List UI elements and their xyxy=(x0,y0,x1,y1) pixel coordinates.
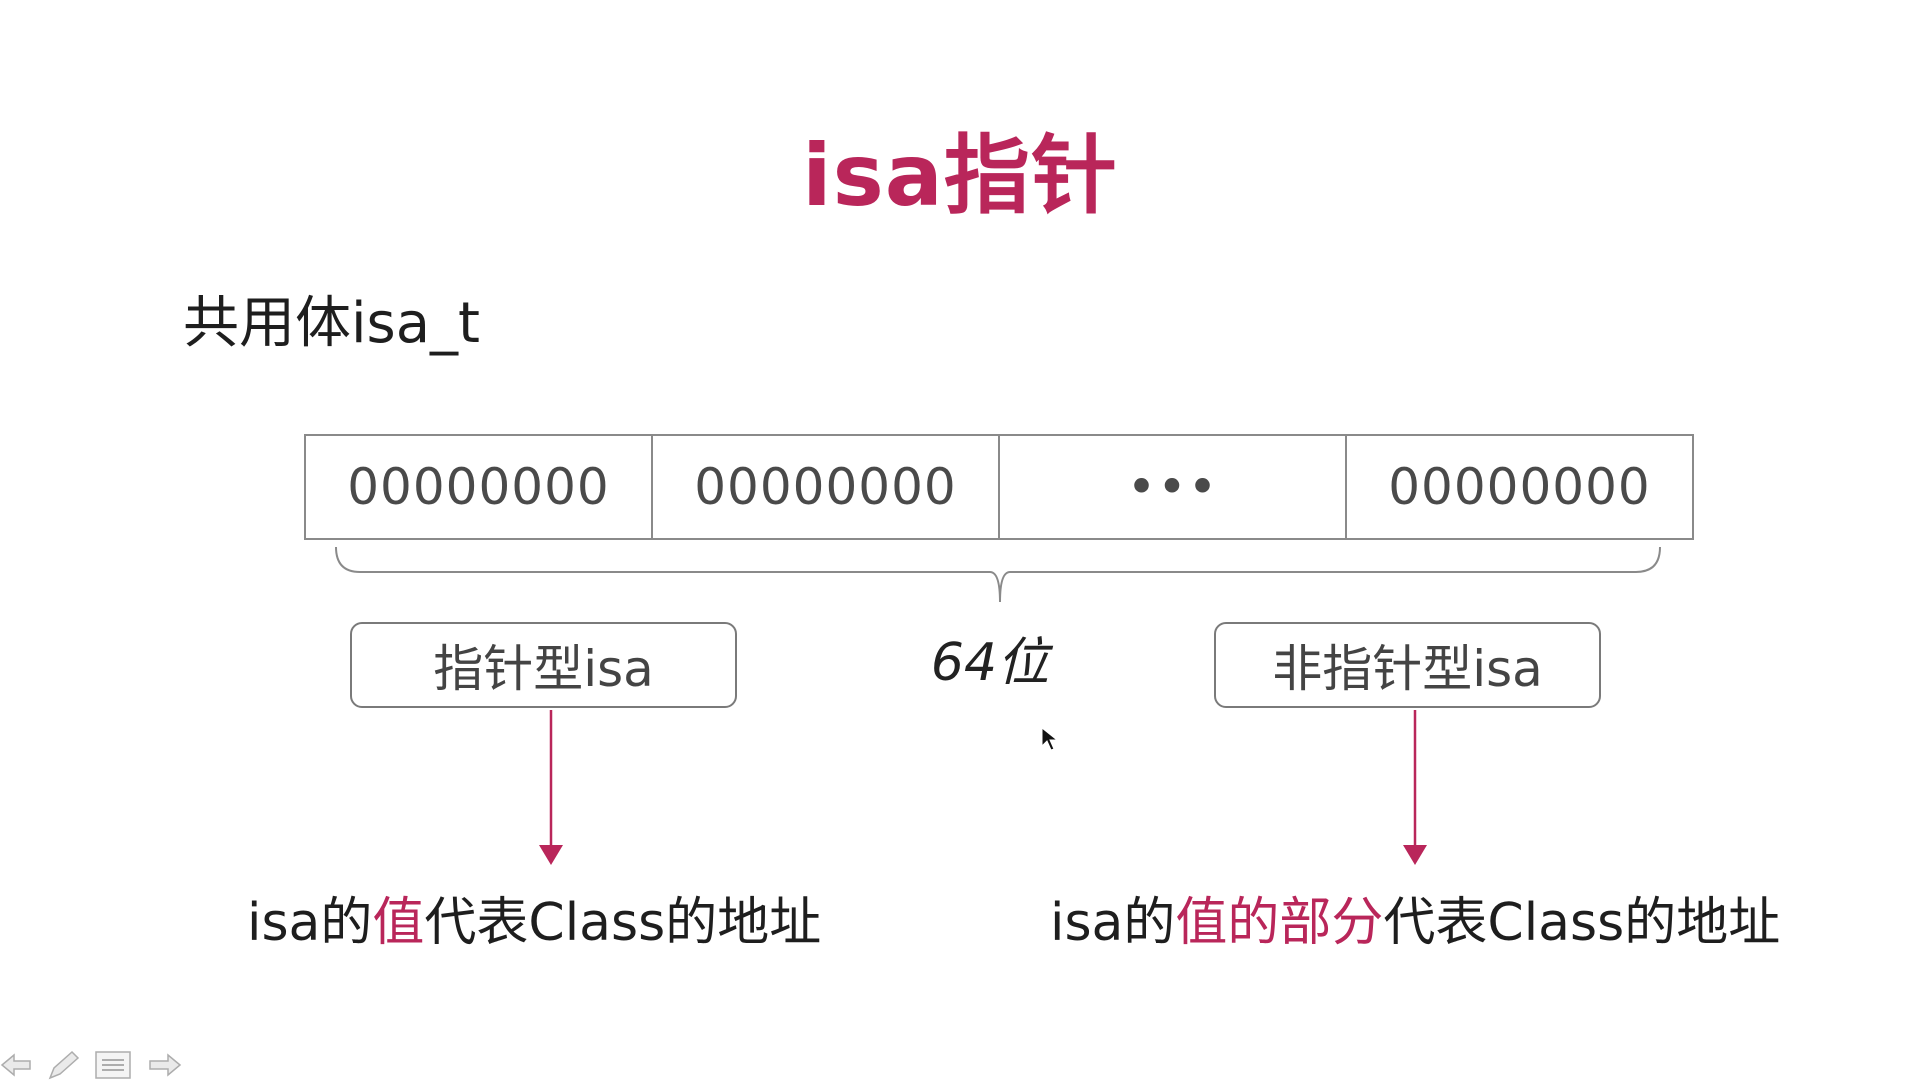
pointer-isa-box: 指针型isa xyxy=(350,622,737,708)
desc-prefix: isa的 xyxy=(1050,893,1176,953)
slide-subtitle: 共用体isa_t xyxy=(183,291,481,356)
bit-cell: 00000000 xyxy=(1345,436,1692,538)
slide-title: isa指针 xyxy=(802,126,1118,226)
right-arrow-head xyxy=(1403,845,1427,865)
bits-label: 64位 xyxy=(930,633,1050,693)
mouse-cursor-icon xyxy=(1041,726,1059,751)
pen-icon[interactable] xyxy=(46,1050,80,1080)
bit-cell: 00000000 xyxy=(347,458,610,516)
bits-brace xyxy=(335,546,1661,603)
non-pointer-isa-description: isa的值的部分代表Class的地址 xyxy=(1050,880,1780,955)
desc-highlight: 值的部分 xyxy=(1175,893,1384,953)
pointer-isa-description: isa的值代表Class的地址 xyxy=(247,880,821,955)
desc-suffix: 代表Class的地址 xyxy=(1383,893,1781,953)
menu-icon[interactable] xyxy=(94,1050,132,1080)
desc-suffix: 代表Class的地址 xyxy=(424,893,822,953)
bit-layout-row: 00000000 00000000 ••• 00000000 xyxy=(304,434,1694,540)
left-arrow-head xyxy=(539,845,563,865)
desc-prefix: isa的 xyxy=(247,893,373,953)
desc-highlight: 值 xyxy=(372,893,425,953)
prev-arrow-icon[interactable] xyxy=(0,1052,32,1078)
slideshow-controls xyxy=(0,1050,182,1080)
non-pointer-isa-box: 非指针型isa xyxy=(1214,622,1601,708)
bit-cell-ellipsis: ••• xyxy=(998,436,1345,538)
next-arrow-icon[interactable] xyxy=(146,1052,182,1078)
bit-cell: 00000000 xyxy=(651,436,998,538)
